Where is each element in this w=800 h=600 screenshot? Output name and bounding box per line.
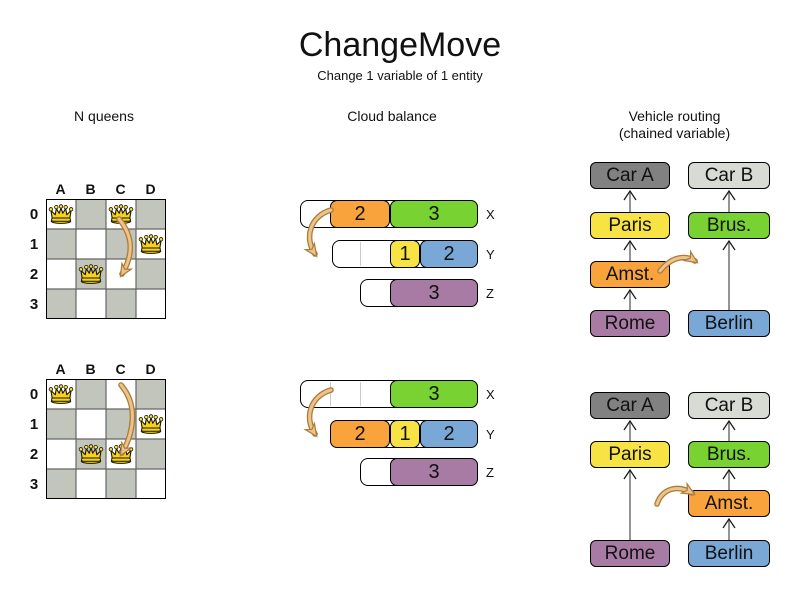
nqueens-row-label: 1 [29, 236, 39, 253]
nqueens-cell [136, 379, 166, 409]
chain-arrowhead-icon [722, 189, 736, 201]
vr-box-brus: Brus. [688, 441, 770, 468]
nqueens-cell [76, 289, 106, 319]
nqueens-cell [76, 379, 106, 409]
queen-icon [138, 413, 164, 435]
vr-box-paris: Paris [590, 212, 670, 239]
chain-arrowhead-icon [623, 419, 637, 431]
vr-box-berlin: Berlin [688, 540, 770, 567]
chain-arrowhead-icon [623, 288, 637, 300]
nqueens-row-label: 2 [29, 446, 39, 463]
cloud-process: 2 [330, 420, 390, 448]
cloud-capacity-divider [330, 382, 331, 406]
cloud-process: 2 [420, 420, 478, 448]
nqueens-cell [46, 289, 76, 319]
nqueens-column-label: B [85, 181, 97, 197]
nqueens-cell [106, 289, 136, 319]
vr-box-paris: Paris [590, 441, 670, 468]
cloud-process: 3 [390, 380, 478, 408]
page-subtitle: Change 1 variable of 1 entity [317, 68, 483, 83]
vr-box-brus: Brus. [688, 212, 770, 239]
nqueens-board-border [46, 379, 166, 499]
vr-box-car-b: Car B [688, 392, 770, 419]
cloud-capacity-divider [360, 382, 361, 406]
nqueens-row-label: 1 [29, 416, 39, 433]
vr-box-car-a: Car A [590, 162, 670, 189]
chain-connectors [623, 189, 736, 540]
queen-icon [108, 443, 134, 465]
vr-box-amst: Amst. [590, 261, 670, 288]
nqueens-cell [136, 469, 166, 499]
chain-arrowhead-icon [722, 419, 736, 431]
nqueens-cell [46, 409, 76, 439]
chain-arrowhead-icon [623, 468, 637, 480]
cloud-process: 1 [390, 240, 420, 268]
nqueens-cell [76, 229, 106, 259]
nqueens-cell [76, 469, 106, 499]
nqueens-column-label: C [115, 361, 127, 377]
nqueens-column-label: D [145, 361, 157, 377]
nqueens-column-label: A [55, 361, 67, 377]
vr-box-berlin: Berlin [688, 310, 770, 337]
nqueens-row-label: 3 [29, 296, 39, 313]
nqueens-cell [136, 259, 166, 289]
nqueens-column-label: D [145, 181, 157, 197]
queen-icon [48, 383, 74, 405]
cloud-row-label: Y [486, 427, 495, 442]
vr-box-car-a: Car A [590, 392, 670, 419]
nqueens-cell [76, 409, 106, 439]
cloud-process: 2 [420, 240, 478, 268]
chain-arrowhead-icon [623, 189, 637, 201]
vr-box-car-b: Car B [688, 162, 770, 189]
nqueens-cell [136, 289, 166, 319]
nqueens-cell [46, 229, 76, 259]
cloud-process: 3 [390, 200, 478, 228]
cloud-row-label: X [486, 207, 495, 222]
cloud-process: 2 [330, 200, 390, 228]
vr-box-rome: Rome [590, 310, 670, 337]
nqueens-cell [106, 469, 136, 499]
vr-box-rome: Rome [590, 540, 670, 567]
nqueens-cell [46, 469, 76, 499]
cloud-process: 3 [390, 279, 478, 307]
queen-icon [48, 203, 74, 225]
cloud-capacity-divider [360, 242, 361, 266]
queen-icon [138, 233, 164, 255]
nqueens-cell [76, 199, 106, 229]
chain-arrowhead-icon [722, 239, 736, 251]
cloud-row-label: Z [486, 465, 494, 480]
queen-icon [78, 263, 104, 285]
nqueens-row-label: 0 [29, 386, 39, 403]
section-heading-cloud-balance: Cloud balance [347, 108, 437, 124]
nqueens-column-label: A [55, 181, 67, 197]
chain-arrowhead-icon [722, 517, 736, 529]
cloud-row-label: Y [486, 247, 495, 262]
move-arrow-vehicle-routing-after-icon [654, 481, 696, 507]
nqueens-cell [136, 439, 166, 469]
nqueens-row-label: 3 [29, 476, 39, 493]
nqueens-board-border [46, 199, 166, 319]
nqueens-cell [136, 199, 166, 229]
nqueens-column-label: B [85, 361, 97, 377]
chain-arrowhead-icon [623, 239, 637, 251]
vr-box-amst: Amst. [688, 490, 770, 517]
cloud-process: 1 [390, 420, 420, 448]
nqueens-cell [46, 259, 76, 289]
nqueens-row-label: 0 [29, 206, 39, 223]
cloud-process: 3 [390, 458, 478, 486]
queen-icon [108, 203, 134, 225]
section-heading-nqueens: N queens [74, 108, 134, 124]
nqueens-row-label: 2 [29, 266, 39, 283]
nqueens-cell [46, 439, 76, 469]
nqueens-column-label: C [115, 181, 127, 197]
page-title: ChangeMove [298, 26, 502, 64]
cloud-row-label: X [486, 387, 495, 402]
chain-arrowhead-icon [722, 468, 736, 480]
cloud-row-label: Z [486, 286, 494, 301]
section-heading-vehicle-routing-sub: (chained variable) [618, 125, 731, 141]
queen-icon [78, 443, 104, 465]
section-heading-vehicle-routing: Vehicle routing [628, 108, 721, 124]
